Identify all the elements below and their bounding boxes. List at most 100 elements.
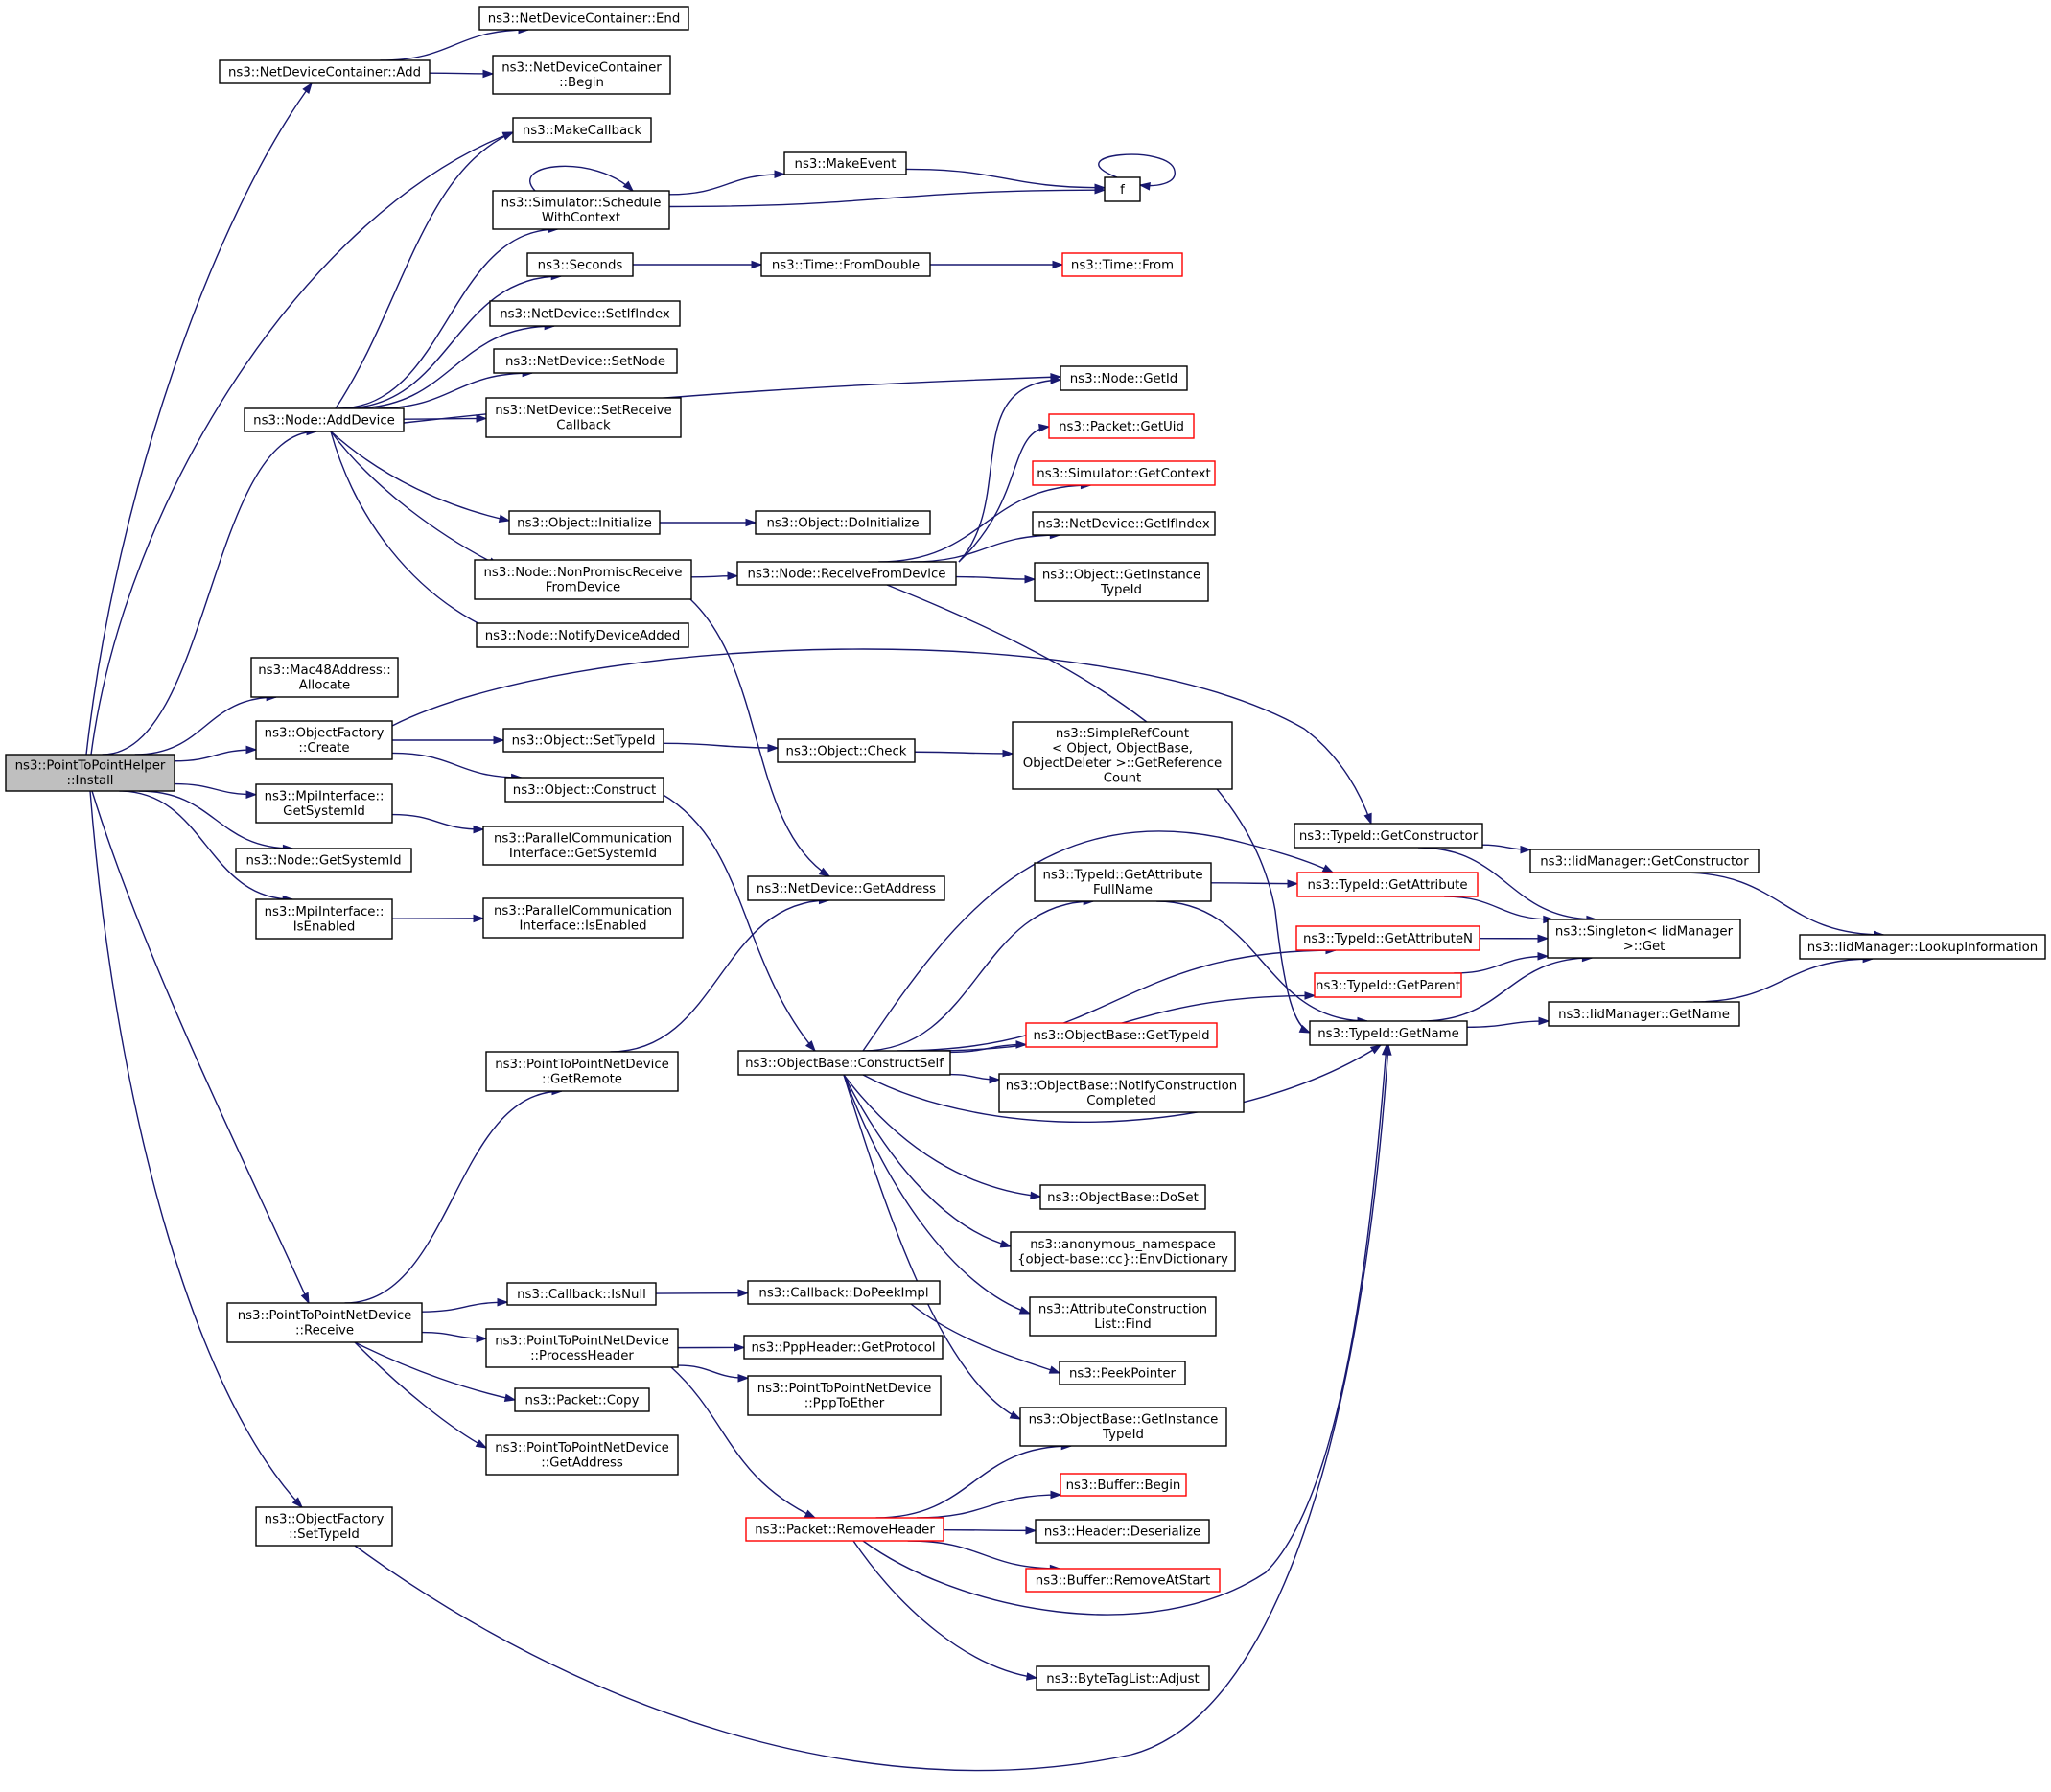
node-notifydeviceadded[interactable]: ns3::Node::NotifyDeviceAdded [476,622,689,648]
node-makeevent[interactable]: ns3::MakeEvent [783,151,907,175]
node-makecallback[interactable]: ns3::MakeCallback [512,117,652,143]
node-nodegetid[interactable]: ns3::Node::GetId [1060,365,1188,391]
node-pciisenabled[interactable]: ns3::ParallelCommunicationInterface::IsE… [482,897,684,939]
node-constructself[interactable]: ns3::ObjectBase::ConstructSelf [737,1050,951,1076]
node-bufferbegin[interactable]: ns3::Buffer::Begin [1060,1473,1187,1497]
arrowhead [476,414,488,423]
call-edge [958,423,1051,563]
node-label: ns3::IidManager::LookupInformation [1807,941,2038,955]
node-typeidgetconstructor[interactable]: ns3::TypeId::GetConstructor [1294,823,1483,849]
node-label: ns3::NetDeviceContainer::Add [228,65,421,80]
node-callbackisnull[interactable]: ns3::Callback::IsNull [506,1282,657,1306]
node-simplerefcount[interactable]: ns3::SimpleRefCount< Object, ObjectBase,… [1012,721,1233,790]
node-fromdouble[interactable]: ns3::Time::FromDouble [760,252,931,277]
arrowhead [1038,423,1051,432]
node-singletonget[interactable]: ns3::Singleton< IidManager>::Get [1547,919,1741,959]
node-adddevice[interactable]: ns3::Node::AddDevice [244,407,405,432]
node-p2pgetaddress[interactable]: ns3::PointToPointNetDevice::GetAddress [485,1434,679,1476]
node-ndc_begin[interactable]: ns3::NetDeviceContainer::Begin [492,55,671,95]
node-mpigetsystemid[interactable]: ns3::MpiInterface::GetSystemId [255,783,393,824]
node-box [226,1302,423,1343]
node-box [489,300,681,327]
node-ndgetaddress[interactable]: ns3::NetDevice::GetAddress [747,875,945,901]
node-p2pgetremote[interactable]: ns3::PointToPointNetDevice::GetRemote [485,1051,679,1092]
node-objfactorycreate[interactable]: ns3::ObjectFactory::Create [255,720,393,760]
node-typeidgetparent[interactable]: ns3::TypeId::GetParent [1314,972,1462,998]
node-ndc_end[interactable]: ns3::NetDeviceContainer::End [478,6,689,31]
node-pcigetsystemid[interactable]: ns3::ParallelCommunicationInterface::Get… [482,826,684,866]
arrowhead [1538,1016,1550,1026]
node-nodegetsystemid[interactable]: ns3::Node::GetSystemId [235,848,412,873]
arrowhead [734,1343,746,1352]
node-timefrom[interactable]: ns3::Time::From [1061,252,1183,277]
call-edge-line [529,165,634,192]
node-box [504,777,664,803]
call-edge-line [354,1044,1389,1772]
node-packetgetuid[interactable]: ns3::Packet::GetUid [1048,413,1195,439]
node-objdoinitialize[interactable]: ns3::Object::DoInitialize [755,510,931,535]
node-receivefromdevice[interactable]: ns3::Node::ReceiveFromDevice [736,561,957,586]
node-seconds[interactable]: ns3::Seconds [526,252,634,277]
node-p2pprocessheader[interactable]: ns3::PointToPointNetDevice::ProcessHeade… [485,1328,679,1368]
call-edge-line [391,813,484,830]
node-objcheck[interactable]: ns3::Object::Check [777,738,916,763]
node-lookupinfo[interactable]: ns3::IidManager::LookupInformation [1799,934,2046,960]
node-box [1799,934,2046,960]
node-mpiisenabled[interactable]: ns3::MpiInterface::IsEnabled [255,898,393,940]
node-root[interactable]: ns3::PointToPointHelper::Install [5,754,175,792]
arrowhead [1369,1044,1383,1055]
node-objsettypeid[interactable]: ns3::Object::SetTypeId [502,728,664,753]
arrowhead [302,81,313,95]
arrowhead [475,1439,488,1449]
node-setnode[interactable]: ns3::NetDevice::SetNode [493,348,678,374]
node-obgettypeid[interactable]: ns3::ObjectBase::GetTypeId [1025,1022,1218,1048]
node-pppgetprotocol[interactable]: ns3::PppHeader::GetProtocol [743,1335,944,1360]
node-obdoset[interactable]: ns3::ObjectBase::DoSet [1039,1184,1206,1210]
node-callbackdopeekimpl[interactable]: ns3::Callback::DoPeekImpl [747,1280,941,1305]
node-setifindex[interactable]: ns3::NetDevice::SetIfIndex [489,300,681,327]
node-bytetaglistadjust[interactable]: ns3::ByteTagList::Adjust [1036,1665,1210,1691]
node-packetremoveheader[interactable]: ns3::Packet::RemoveHeader [745,1517,944,1542]
call-edge [663,742,780,753]
arrowhead [473,825,485,834]
call-edge [335,131,515,409]
node-label: ns3::PointToPointHelper [15,759,166,774]
node-objinitialize[interactable]: ns3::Object::Initialize [508,510,661,535]
node-objconstruct[interactable]: ns3::Object::Construct [504,777,664,803]
node-notifyconstruction[interactable]: ns3::ObjectBase::NotifyConstructionCompl… [998,1073,1245,1113]
call-edge-line [391,752,522,779]
node-packetcopy[interactable]: ns3::Packet::Copy [514,1387,650,1412]
node-p2preceive[interactable]: ns3::PointToPointNetDevice::Receive [226,1302,423,1343]
node-ndc_add[interactable]: ns3::NetDeviceContainer::Add [219,59,431,84]
call-edge [134,692,278,756]
call-edge [862,830,1335,1052]
node-iidgetname[interactable]: ns3::IidManager::GetName [1548,1001,1740,1027]
node-envdictionary[interactable]: ns3::anonymous_namespace{object-base::cc… [1010,1231,1236,1272]
arrowhead [1026,1672,1038,1681]
call-edge [391,813,485,834]
node-headerdeserialize[interactable]: ns3::Header::Deserialize [1035,1519,1210,1544]
call-edge-line [1417,847,1597,920]
node-typeidgetattribute[interactable]: ns3::TypeId::GetAttribute [1296,872,1479,897]
node-label: ns3::Packet::RemoveHeader [755,1523,935,1537]
call-edge-line [89,790,303,1508]
node-iidgetconstructor[interactable]: ns3::IidManager::GetConstructor [1529,849,1760,873]
node-typeidgetname[interactable]: ns3::TypeId::GetName [1309,1020,1468,1046]
node-bufferremoveatstart[interactable]: ns3::Buffer::RemoveAtStart [1025,1568,1221,1593]
node-mac48allocate[interactable]: ns3::Mac48Address::Allocate [250,657,399,698]
node-simgetcontext[interactable]: ns3::Simulator::GetContext [1032,460,1216,486]
node-ppptoether[interactable]: ns3::PointToPointNetDevice::PppToEther [747,1375,942,1416]
node-objfactorysettypeid[interactable]: ns3::ObjectFactory::SetTypeId [255,1506,393,1547]
node-typeidgetattributen[interactable]: ns3::TypeId::GetAttributeN [1295,925,1480,951]
node-f[interactable]: f [1104,176,1141,202]
node-peekpointer[interactable]: ns3::PeekPointer [1059,1361,1186,1385]
call-edge-line [1681,872,1884,936]
node-ndgetifindex[interactable]: ns3::NetDevice::GetIfIndex [1032,511,1216,536]
